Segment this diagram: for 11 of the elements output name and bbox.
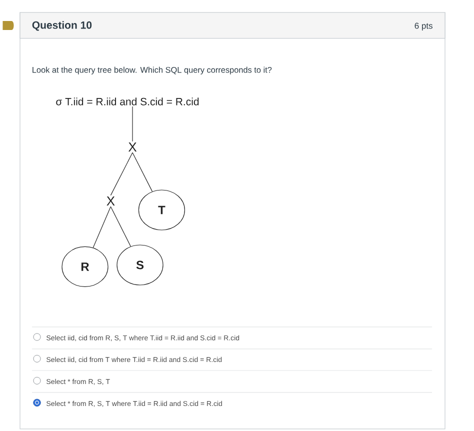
tree-edge: [110, 206, 131, 247]
tree-edge: [132, 106, 133, 142]
question-title: Question 10: [32, 21, 92, 31]
tree-edge: [132, 152, 153, 192]
cross-product-symbol: X: [128, 142, 137, 152]
tree-edge: [110, 152, 133, 196]
question-text: Look at the query tree below. Which SQL query corresponds to it?: [32, 66, 272, 74]
points-label: 6 pts: [414, 22, 432, 30]
cross-product-symbol: X: [106, 196, 115, 206]
tree-edge: [92, 206, 111, 248]
selection-formula: σ T.iid = R.iid and S.cid = R.cid: [56, 98, 199, 106]
